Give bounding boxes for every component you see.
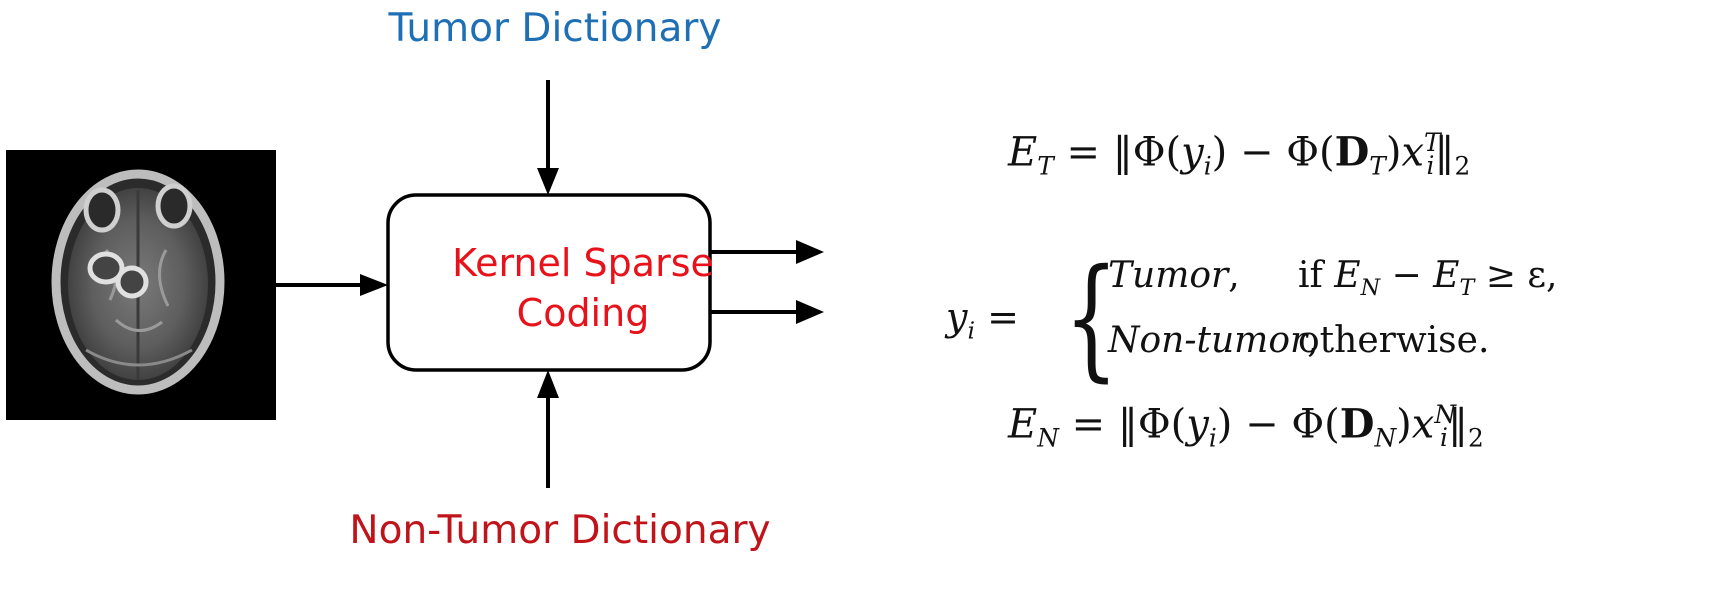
brain-scan-graphic [51, 169, 225, 395]
box-label-line2: Coding [516, 291, 650, 335]
kernel-sparse-coding-box [386, 193, 712, 372]
equation-non-tumor-error: EN = ‖Φ(yi) − Φ(DN)xNi‖2 [1008, 400, 1484, 453]
mri-brain-scan-image [6, 150, 276, 420]
equation-tumor-error: ET = ‖Φ(yi) − Φ(DT)xTi‖2 [1008, 128, 1471, 181]
box-label-line1: Kernel Sparse [452, 241, 714, 285]
arrow-non-tumor-dictionary-to-box [537, 370, 559, 488]
arrow-output-upper [710, 240, 824, 264]
arrow-output-lower [710, 300, 824, 324]
decision-case-non-tumor: Non-tumor, [1108, 320, 1319, 361]
non-tumor-dictionary-label: Non-Tumor Dictionary [349, 508, 771, 553]
cases-brace: { [1064, 241, 1119, 395]
decision-lhs: yi = [946, 295, 1019, 345]
tumor-dictionary-label: Tumor Dictionary [388, 6, 722, 51]
decision-condition-otherwise: otherwise. [1298, 320, 1490, 361]
kernel-sparse-coding-label: Kernel Sparse Coding [418, 238, 748, 338]
arrow-image-to-box [276, 274, 388, 296]
decision-case-tumor: Tumor, [1108, 255, 1240, 296]
decision-condition-tumor: if EN − ET ≥ ε, [1298, 255, 1558, 302]
arrow-tumor-dictionary-to-box [537, 80, 559, 195]
